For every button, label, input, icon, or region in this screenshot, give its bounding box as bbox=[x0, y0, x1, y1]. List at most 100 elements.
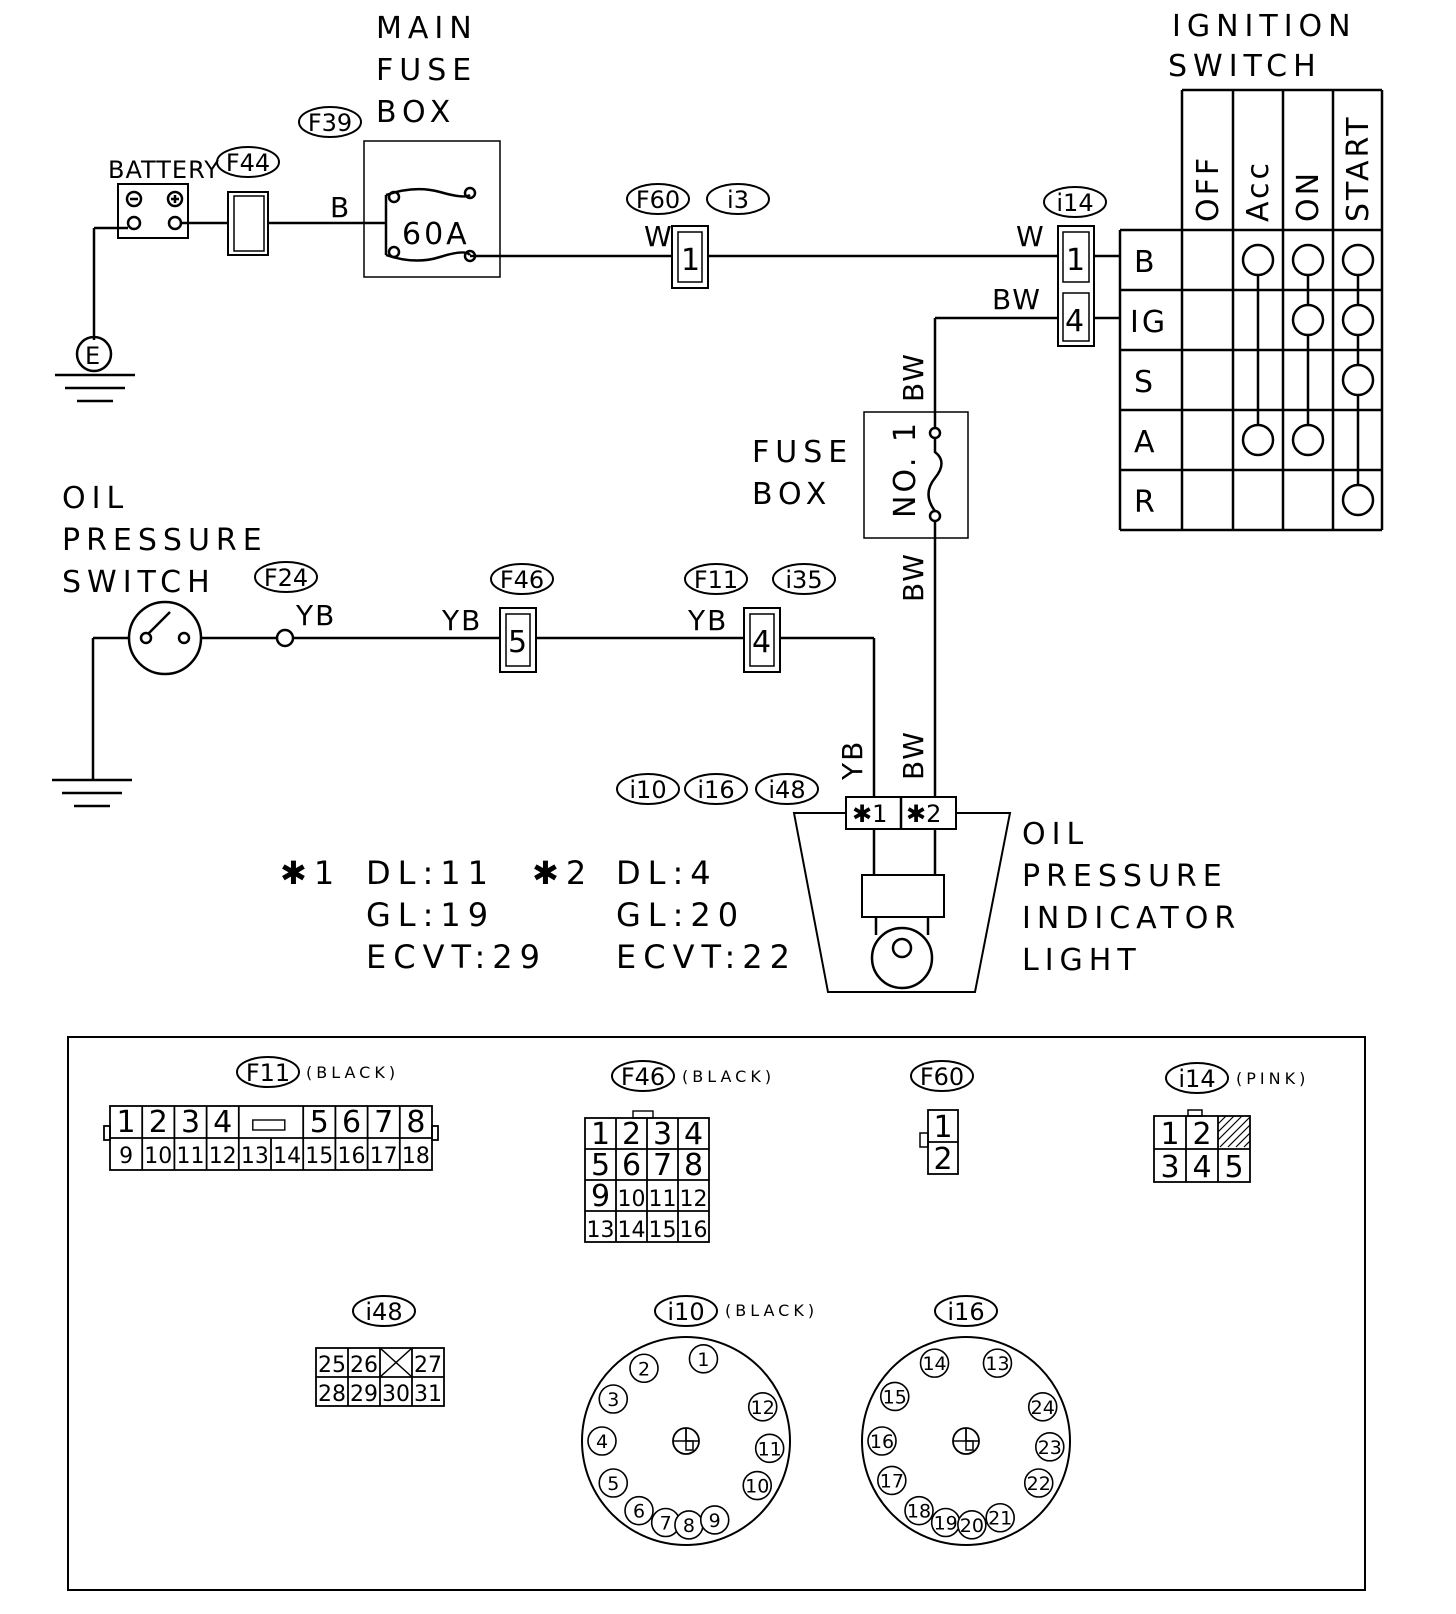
f11-view-pin-4: 4 bbox=[213, 1105, 232, 1140]
note1-line1: DL:11 bbox=[366, 854, 495, 892]
oil-pressure-switch-label-1: OIL bbox=[62, 481, 129, 516]
oil-pressure-switch: OIL PRESSURE SWITCH bbox=[52, 481, 295, 808]
note2-line1: DL:4 bbox=[616, 854, 718, 892]
connector-i14: 1 4 bbox=[1057, 225, 1095, 347]
fuse-box-label-2: BOX bbox=[752, 477, 832, 512]
i10-pins-pin-label-3: 3 bbox=[607, 1389, 619, 1411]
pin-notes: ✱1 DL:11 GL:19 ECVT:29 ✱2 DL:4 GL:20 ECV… bbox=[280, 854, 790, 976]
ig-pos-acc: Acc bbox=[1241, 160, 1276, 222]
i48-view-tag: i48 bbox=[365, 1298, 402, 1326]
wire-bw-label-4: BW bbox=[897, 730, 930, 780]
tag-i35: i35 bbox=[785, 566, 822, 594]
f46-view-pin-5: 5 bbox=[591, 1148, 610, 1183]
i16-pins-pin-label-16: 16 bbox=[870, 1431, 894, 1453]
tag-i14: i14 bbox=[1056, 189, 1093, 217]
f11-view-pin-2: 2 bbox=[149, 1105, 168, 1140]
f46-view-color: (BLACK) bbox=[682, 1067, 775, 1086]
i10-pins-pin-label-2: 2 bbox=[638, 1358, 650, 1380]
light-pin1-label: ✱1 bbox=[852, 800, 887, 828]
wire-bw-label-2: BW bbox=[897, 352, 930, 402]
ig-pos-on: ON bbox=[1291, 170, 1326, 222]
f46-view-tag: F46 bbox=[621, 1063, 665, 1091]
f11-view-color: (BLACK) bbox=[306, 1063, 399, 1082]
i14-view-pin5: 5 bbox=[1224, 1150, 1243, 1185]
light-label-3: INDICATOR bbox=[1022, 901, 1241, 936]
i16-pins-pin-label-14: 14 bbox=[922, 1353, 946, 1375]
f46-view-pin-6: 6 bbox=[622, 1148, 641, 1183]
f46-view-pin-14: 14 bbox=[618, 1218, 646, 1243]
tag-i3: i3 bbox=[727, 186, 749, 214]
fuse-box-no1: FUSE BOX NO. 1 bbox=[752, 411, 969, 539]
i48-view-pin26: 26 bbox=[350, 1353, 378, 1378]
f11-view-pin-10: 10 bbox=[144, 1144, 172, 1169]
i14-view-pin4: 4 bbox=[1192, 1150, 1211, 1185]
wire-bw-label-1: BW bbox=[992, 283, 1042, 316]
connector-view-f60: F60 1 2 bbox=[910, 1060, 974, 1177]
f11-view-pin-9: 9 bbox=[119, 1144, 133, 1169]
i48-view-pin28: 28 bbox=[318, 1382, 346, 1407]
connector-f60-i3: 1 bbox=[671, 225, 709, 289]
i16-pins-pin-18 bbox=[904, 1495, 934, 1526]
i48-view-pin31: 31 bbox=[414, 1382, 442, 1407]
main-fuse-box-label-2: FUSE bbox=[376, 53, 477, 88]
fuse-no1-label: NO. 1 bbox=[888, 420, 923, 518]
f60-view-pin2: 2 bbox=[933, 1142, 952, 1177]
i16-pins-pin-label-19: 19 bbox=[934, 1513, 958, 1535]
wire-yb-label-1: YB bbox=[295, 599, 336, 632]
f46-view-pin-12: 12 bbox=[680, 1187, 708, 1212]
i16-pins-pin-16 bbox=[867, 1426, 897, 1456]
connector-f44-box bbox=[227, 191, 269, 256]
ignition-switch: IGNITION SWITCH OFF Acc ON START B IG S … bbox=[1118, 9, 1384, 532]
f11-view-pin-1: 1 bbox=[117, 1105, 136, 1140]
ground-e-label: E bbox=[85, 342, 100, 370]
i10-pins-pin-label-4: 4 bbox=[596, 1431, 608, 1453]
i16-pins-pin-label-18: 18 bbox=[907, 1501, 931, 1523]
f11-view-pin-17: 17 bbox=[370, 1144, 398, 1169]
f46-view-pin-13: 13 bbox=[587, 1218, 615, 1243]
f11-view-pin-16: 16 bbox=[338, 1144, 366, 1169]
wire-w-label-2: W bbox=[1016, 220, 1046, 253]
i16-pins-pin-label-15: 15 bbox=[883, 1386, 907, 1408]
i16-pins-pin-label-24: 24 bbox=[1031, 1397, 1055, 1419]
ig-term-a: A bbox=[1134, 425, 1158, 460]
f46-view-pin-4: 4 bbox=[684, 1117, 703, 1152]
wire-yb-label-4: YB bbox=[836, 740, 869, 781]
i48-view-pin30: 30 bbox=[382, 1382, 410, 1407]
f46-view-pin-7: 7 bbox=[653, 1148, 672, 1183]
note1-line3: ECVT:29 bbox=[366, 938, 547, 976]
f11-view-pin-7: 7 bbox=[374, 1105, 393, 1140]
tag-i10: i10 bbox=[629, 776, 666, 804]
i14-view-pin3: 3 bbox=[1160, 1150, 1179, 1185]
f46-view-pin-2: 2 bbox=[622, 1117, 641, 1152]
i16-pins-pin-14 bbox=[919, 1348, 950, 1378]
i10-pins-pin-label-12: 12 bbox=[751, 1397, 775, 1419]
i48-view-pin29: 29 bbox=[350, 1382, 378, 1407]
i10-pins-pin-label-5: 5 bbox=[607, 1473, 619, 1495]
note1-line2: GL:19 bbox=[366, 896, 495, 934]
i16-pins-pin-23 bbox=[1034, 1432, 1065, 1462]
tag-i16: i16 bbox=[697, 776, 734, 804]
i14-view-color: (PINK) bbox=[1236, 1069, 1309, 1088]
i14-view-tag: i14 bbox=[1178, 1065, 1215, 1093]
f46-view-pin-11: 11 bbox=[649, 1187, 677, 1212]
connector-f46: 5 bbox=[499, 607, 537, 673]
ignition-switch-label-2: SWITCH bbox=[1168, 49, 1322, 84]
i14-pin-ig-label: 4 bbox=[1065, 304, 1084, 339]
i10-pins-pin-label-10: 10 bbox=[745, 1476, 769, 1498]
i10-pins-pin-12 bbox=[747, 1392, 778, 1422]
note1-mark: ✱1 bbox=[280, 854, 341, 892]
i48-view-pin27: 27 bbox=[414, 1353, 442, 1378]
i14-view-pin2: 2 bbox=[1192, 1117, 1211, 1152]
wire-yb-label-3: YB bbox=[687, 604, 728, 637]
light-pin2-label: ✱2 bbox=[906, 800, 941, 828]
f11-view-pin-5: 5 bbox=[310, 1105, 329, 1140]
battery: BATTERY bbox=[108, 156, 219, 239]
connector-view-i14: i14 (PINK) 1 2 3 4 5 bbox=[1153, 1062, 1309, 1185]
f46-view-pin-1: 1 bbox=[591, 1117, 610, 1152]
f46-pin-label: 5 bbox=[508, 625, 527, 660]
f11-view-pin-15: 15 bbox=[305, 1144, 333, 1169]
tag-f44: F44 bbox=[226, 149, 270, 177]
i16-pins-pin-15 bbox=[879, 1381, 910, 1412]
i10-pins-pin-label-1: 1 bbox=[697, 1349, 709, 1371]
